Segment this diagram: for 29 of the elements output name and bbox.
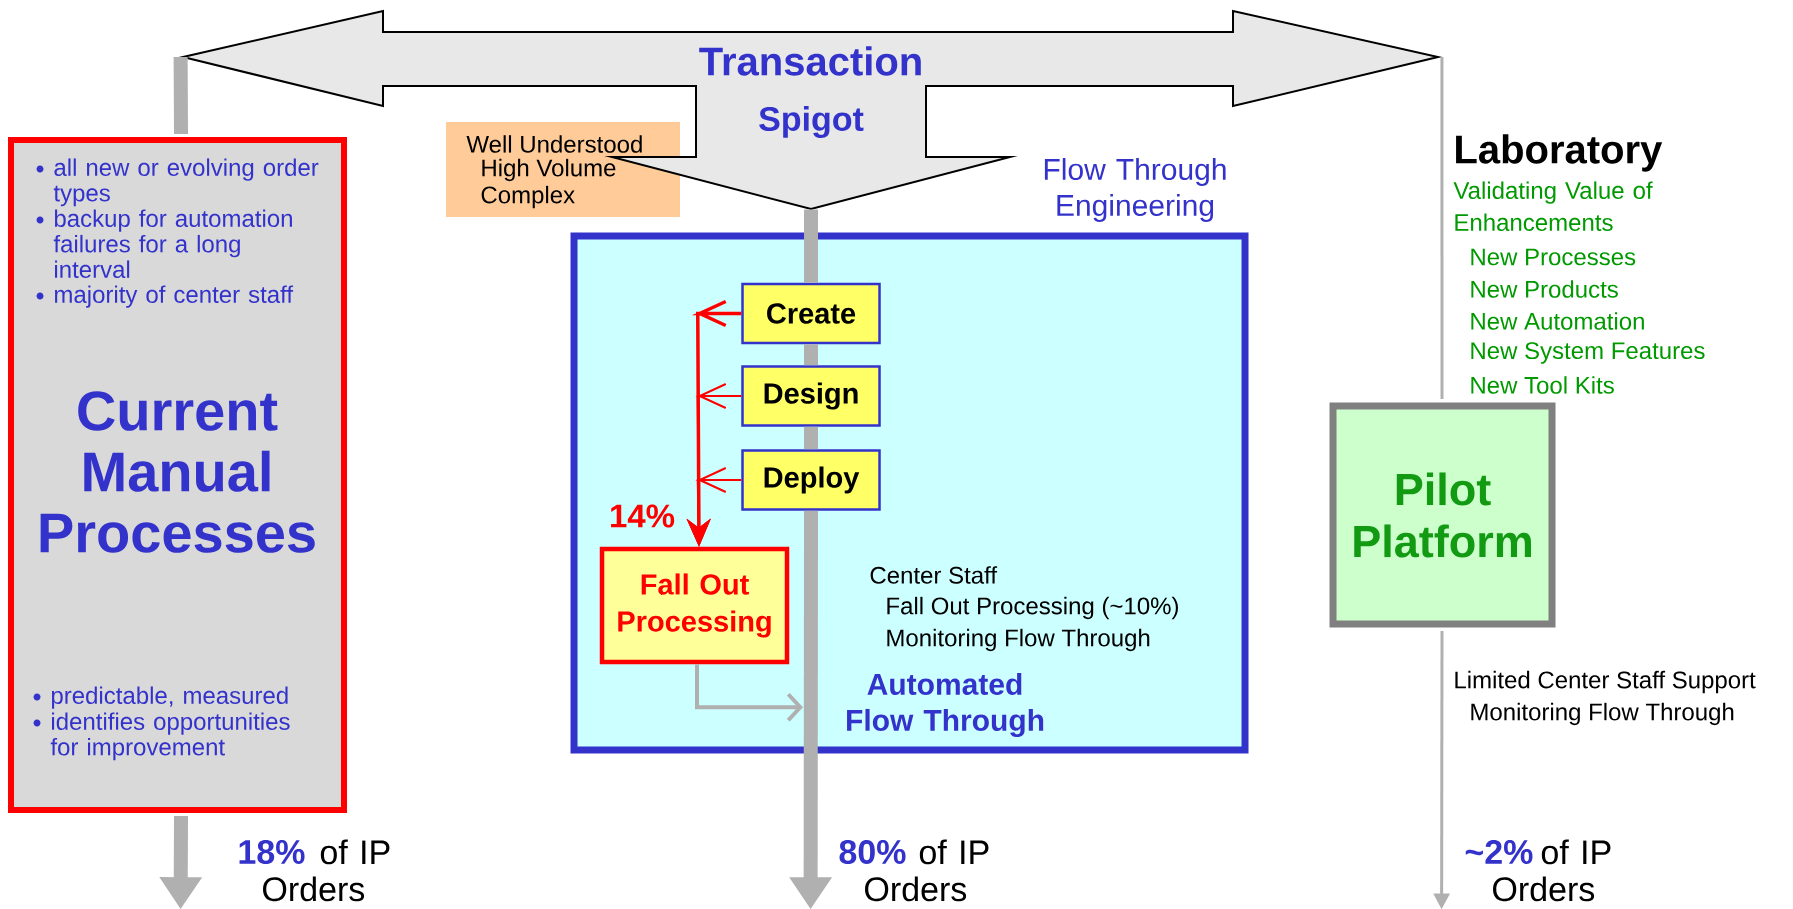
outcome-text: 18% of IP Orders [239,839,390,902]
step-box: Create [741,282,881,345]
label-text: Monitoring Flow Through [1471,702,1734,726]
label-text: Limited Center Staff Support [1455,670,1756,694]
platform-box: Pilot Platform [1329,402,1556,628]
step-box: Deploy [741,449,881,511]
label-text: New System Features [1471,342,1705,364]
process-box: all new or evolving order types backup for automation failures for a long interval majority of center staff Current Manual Processes predictable, measured identifies opportunities for improvement [8,137,347,813]
label-text: Validating Value of Enhancements [1453,181,1653,231]
connector-line [804,209,818,283]
label-text: Monitoring Flow Through [887,628,1150,652]
connector-line [1440,57,1444,399]
connector-line [173,56,188,135]
label-text: New Processes [1471,248,1636,266]
outcome-text: 80% of IP Orders [839,839,989,902]
label-text: New Tool Kits [1471,376,1614,394]
label-text: New Automation [1471,312,1644,330]
label-text: Center Staff [870,566,998,584]
arrow [695,664,803,722]
connector-line [804,344,818,366]
outcome-text: ~2% of IP Orders [1465,839,1611,902]
edge-label: 14% [607,502,678,530]
connector-line [804,426,818,450]
label-text: Fall Out Processing (~10%) [887,596,1178,620]
process-box: Fall Out Processing [599,546,790,665]
label-text: New Products [1471,280,1618,298]
step-box: Design [741,365,881,427]
note-box: Well Understood High Volume Complex [446,122,680,217]
heading: Laboratory [1456,134,1663,172]
